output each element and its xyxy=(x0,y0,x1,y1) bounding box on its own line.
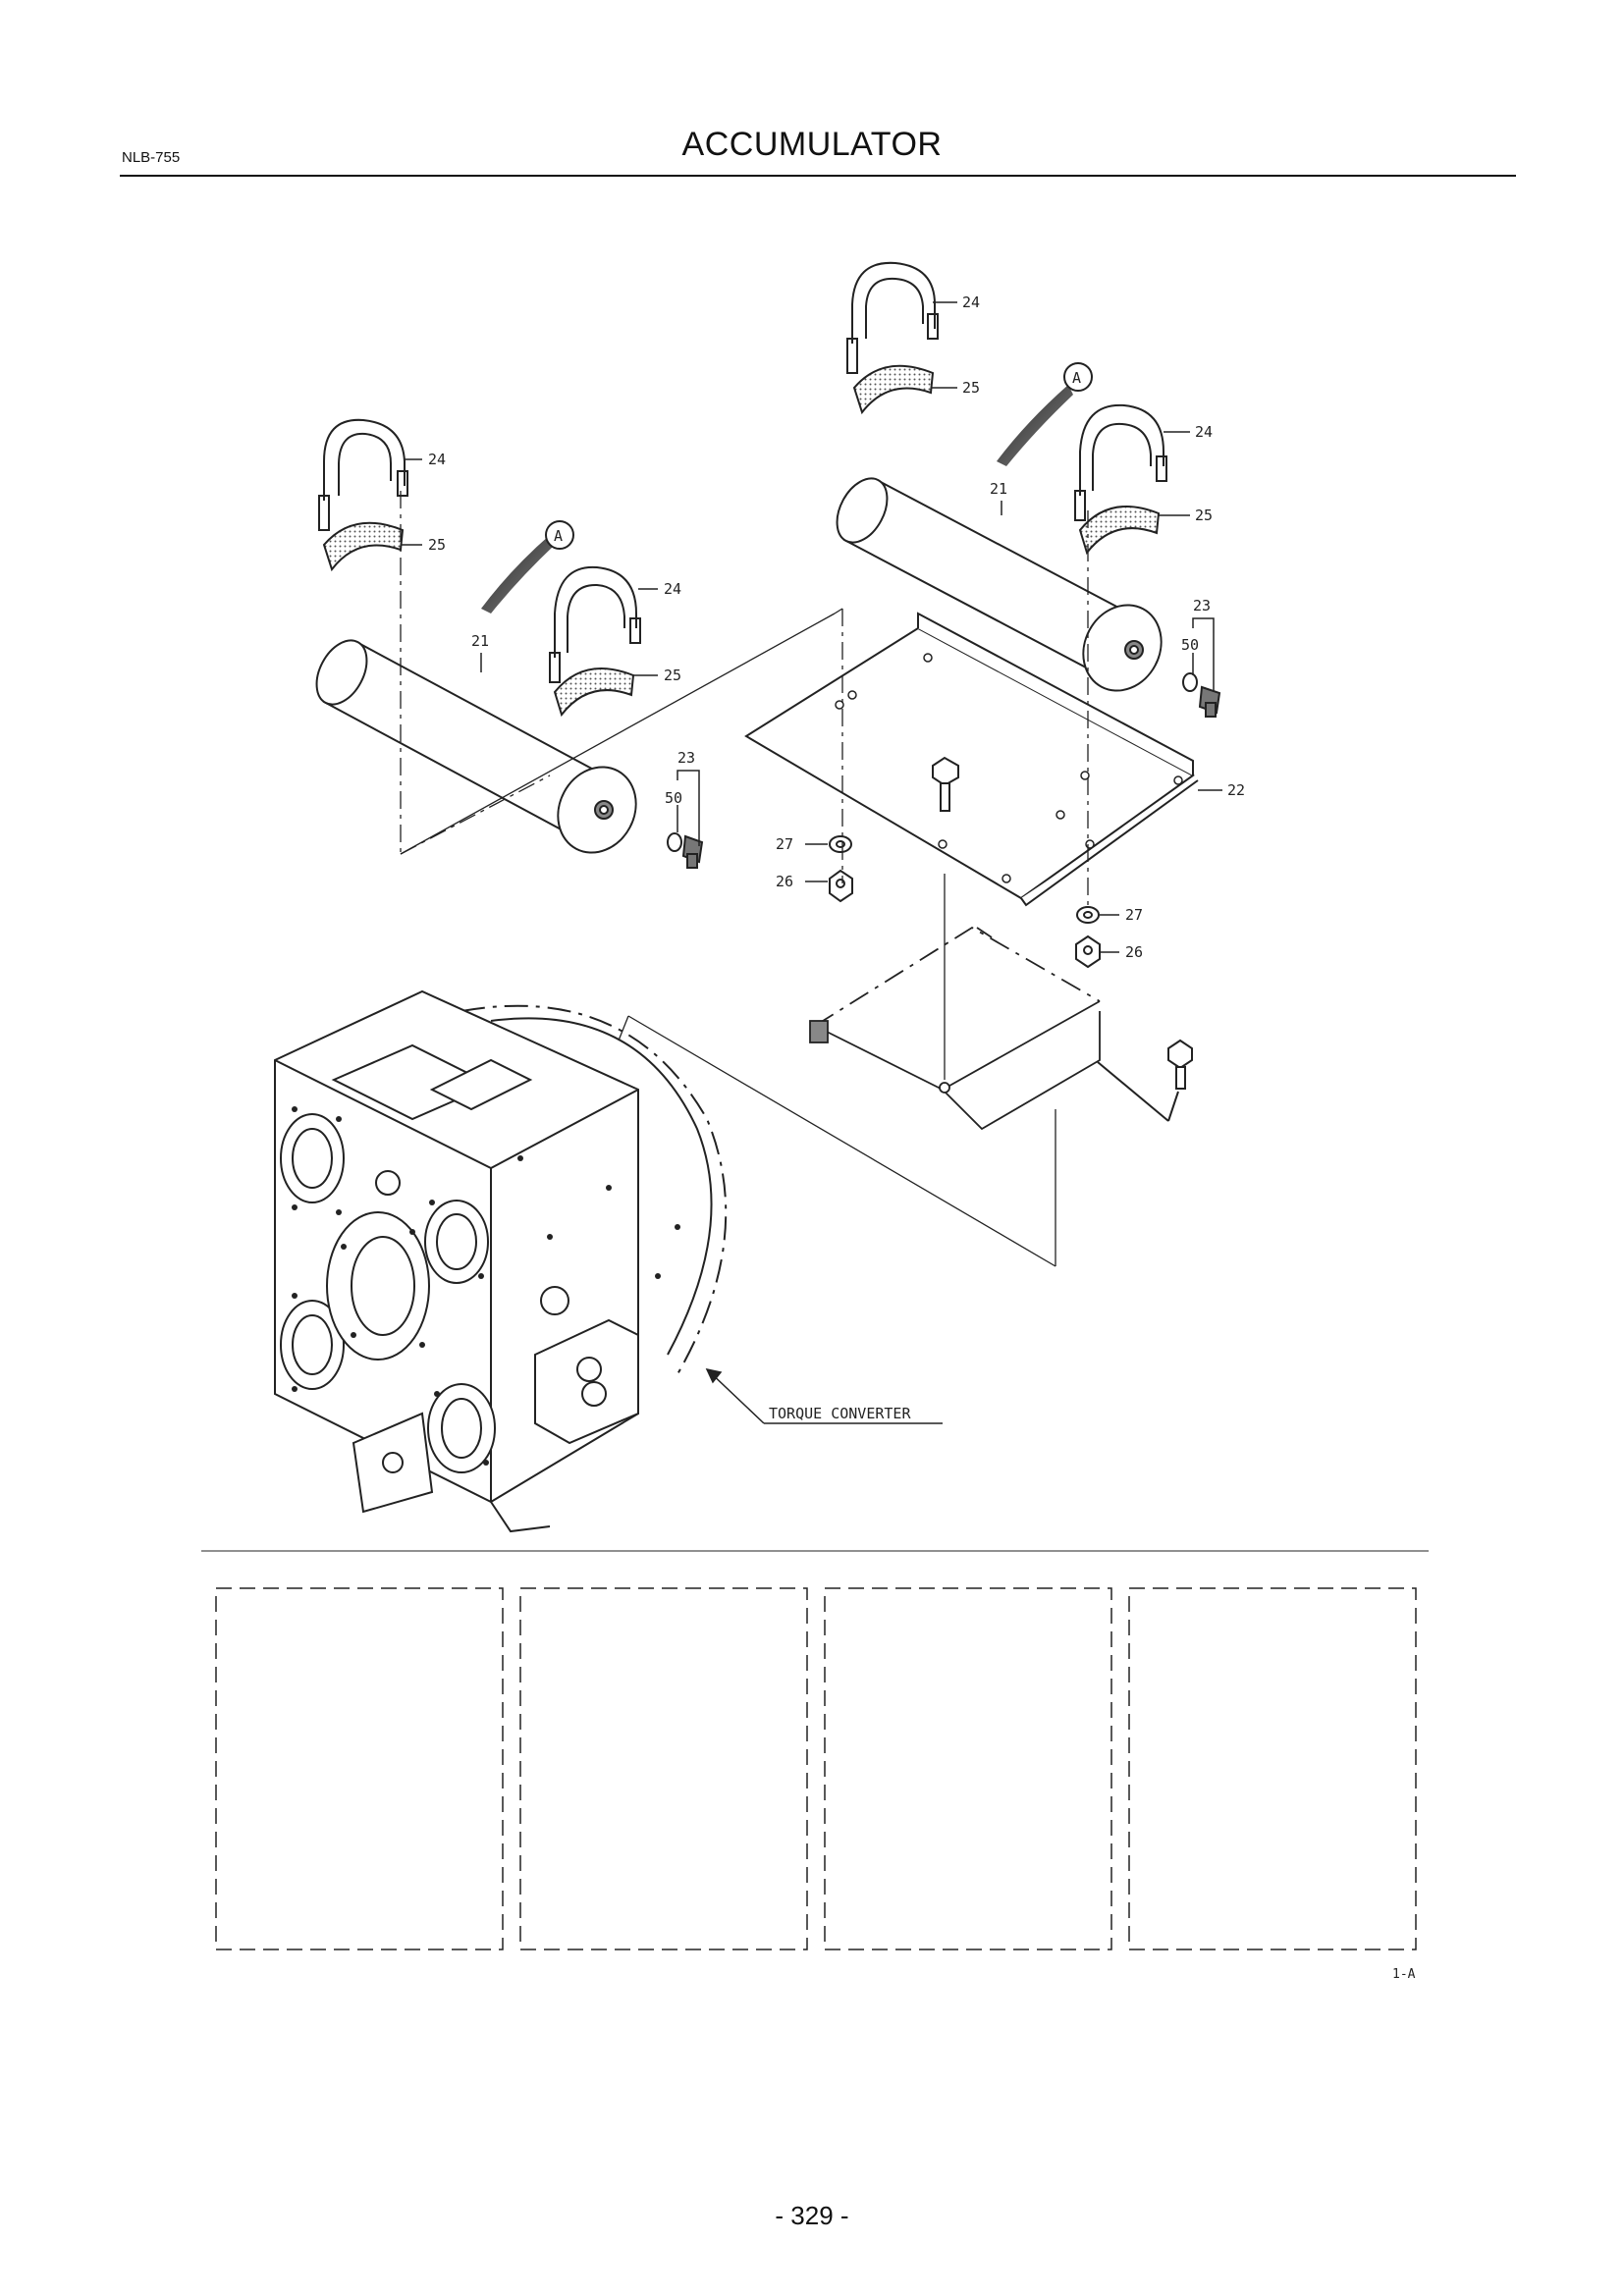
callout-21-right: 21 xyxy=(990,480,1007,498)
detail-frame-2 xyxy=(519,1587,808,1950)
callout-50-left: 50 xyxy=(665,789,682,807)
saddle-pad-left-front xyxy=(553,667,635,718)
mounting-plate xyxy=(744,612,1199,907)
detail-frame-1 xyxy=(215,1587,504,1950)
u-bolt-left-rear xyxy=(318,418,408,531)
callout-22: 22 xyxy=(1227,781,1245,799)
accumulator-right xyxy=(836,477,1163,692)
torque-converter-leader xyxy=(705,1367,943,1424)
detail-frame-3 xyxy=(824,1587,1112,1950)
callout-25-left-front: 25 xyxy=(664,667,681,684)
saddle-pad-right-rear xyxy=(852,364,935,415)
detail-frame-4 xyxy=(1128,1587,1417,1950)
document-code: NLB-755 xyxy=(122,149,181,166)
callout-25-right-rear: 25 xyxy=(962,379,980,397)
header-rule xyxy=(120,175,1516,177)
view-a-arrow-left xyxy=(481,520,574,614)
nut-26-right xyxy=(1075,934,1101,969)
fitting-left xyxy=(667,832,704,869)
callout-24-right-rear: 24 xyxy=(962,294,980,311)
callout-24-right-front: 24 xyxy=(1195,423,1213,441)
adapter-bracket xyxy=(809,926,1101,1131)
torque-converter-label: TORQUE CONVERTER xyxy=(769,1405,911,1422)
plate-bolt xyxy=(932,756,959,812)
callout-27-left: 27 xyxy=(776,835,793,853)
torque-converter-housing xyxy=(274,989,728,1533)
u-bolt-right-front xyxy=(1074,403,1167,521)
callout-26-left: 26 xyxy=(776,873,793,890)
callout-26-right: 26 xyxy=(1125,943,1143,961)
view-a-arrow-right xyxy=(997,362,1093,466)
guide-lines-right xyxy=(841,510,1089,1080)
view-a-label-right: A xyxy=(1072,369,1081,387)
washer-27-left xyxy=(829,835,852,853)
callout-23-right: 23 xyxy=(1193,597,1211,614)
callout-21-left: 21 xyxy=(471,632,489,650)
u-bolt-right-rear xyxy=(846,261,939,374)
callout-23-left: 23 xyxy=(677,749,695,767)
callout-50-right: 50 xyxy=(1181,636,1199,654)
saddle-pad-left-rear xyxy=(322,521,405,572)
page-title: ACCUMULATOR xyxy=(681,126,943,163)
callout-25-right-front: 25 xyxy=(1195,507,1213,524)
saddle-pad-right-front xyxy=(1078,506,1161,556)
callout-leaders xyxy=(401,301,1222,953)
sheet-reference: 1-A xyxy=(1392,1967,1416,1982)
guide-lines-left xyxy=(400,491,843,855)
callout-bracket-23-left xyxy=(677,770,700,846)
nut-26-left xyxy=(829,869,853,903)
callout-bracket-23-right xyxy=(1192,617,1215,692)
callout-27-right: 27 xyxy=(1125,906,1143,924)
guide-lines-converter xyxy=(618,1015,1056,1267)
detail-frames xyxy=(215,1587,1417,1950)
page-number: - 329 - xyxy=(775,2201,849,2230)
bracket-bolt xyxy=(1097,1039,1193,1122)
view-a-label-left: A xyxy=(554,527,563,545)
callout-24-left-rear: 24 xyxy=(428,451,446,468)
u-bolt-left-front xyxy=(549,565,641,683)
callout-24-left-front: 24 xyxy=(664,580,681,598)
washer-27-right xyxy=(1076,906,1100,924)
accumulator-left xyxy=(315,639,637,854)
callout-25-left-rear: 25 xyxy=(428,536,446,554)
